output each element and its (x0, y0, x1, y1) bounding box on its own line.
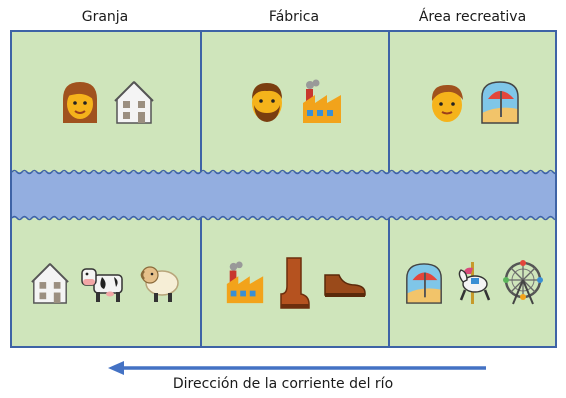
cell-area-recreativa-top (390, 32, 557, 172)
river-flow-arrow (108, 361, 486, 375)
river-wave-bottom (12, 215, 555, 221)
house-icon (113, 79, 155, 125)
cell-granja-top (12, 32, 200, 172)
beach-umbrella-icon (403, 261, 445, 305)
cell-fabrica-top (202, 32, 388, 172)
ferris-wheel-icon (501, 260, 545, 306)
cell-area-recreativa-bottom (390, 220, 557, 346)
column-header-granja: Granja (81, 9, 129, 25)
woman-icon (57, 79, 103, 125)
cow-icon (80, 261, 126, 305)
house-icon (30, 261, 70, 305)
shoe-icon (321, 267, 367, 299)
river-wave-top (12, 169, 555, 175)
man-icon (426, 79, 468, 125)
map-grid (10, 30, 557, 348)
cell-fabrica-bottom (202, 220, 388, 346)
cell-granja-bottom (12, 220, 200, 346)
man-bearded-icon (245, 79, 289, 125)
column-header-fabrica: Fábrica (268, 9, 320, 25)
column-header-area-recreativa: Área recreativa (418, 9, 527, 25)
sheep-icon (136, 261, 182, 305)
river-flow-caption: Dirección de la corriente del río (172, 376, 394, 392)
factory-icon (299, 79, 345, 125)
beach-umbrella-icon (478, 79, 522, 125)
boot-icon (277, 256, 311, 310)
carousel-horse-icon (451, 260, 495, 306)
factory-icon (223, 261, 267, 305)
river (12, 169, 555, 221)
